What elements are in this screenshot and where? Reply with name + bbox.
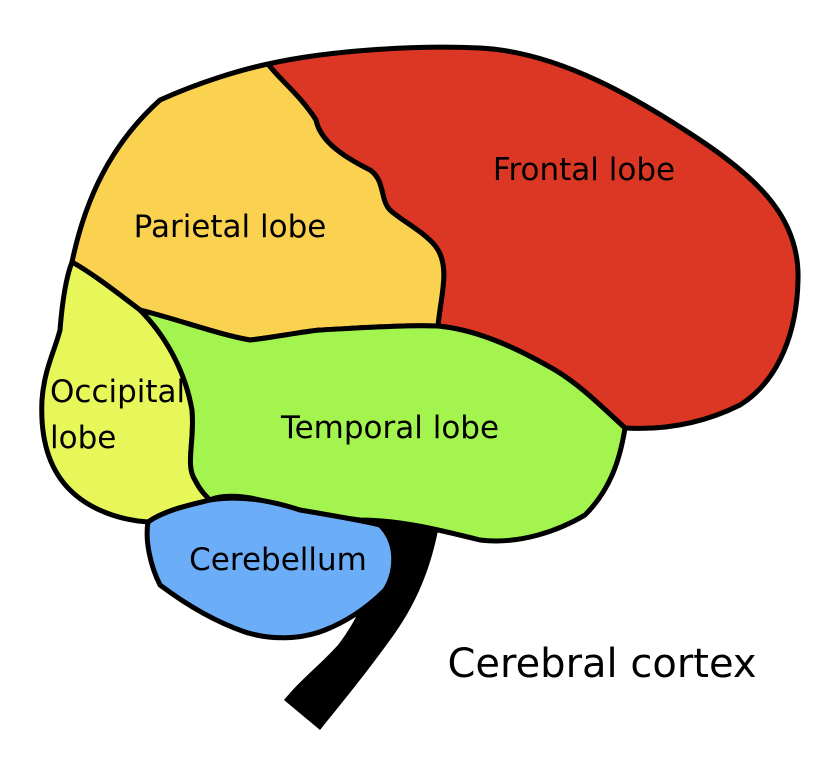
brainstem	[284, 520, 440, 730]
occipital-lobe-label-line2: lobe	[50, 420, 116, 456]
cerebellum-label: Cerebellum	[189, 542, 367, 578]
parietal-lobe-label: Parietal lobe	[134, 209, 327, 245]
occipital-lobe-label-line1: Occipital	[50, 374, 185, 410]
diagram-caption: Cerebral cortex	[447, 641, 756, 687]
frontal-lobe-label: Frontal lobe	[493, 152, 675, 188]
cerebellum	[144, 495, 397, 641]
temporal-lobe	[137, 307, 628, 544]
temporal-lobe-label: Temporal lobe	[280, 410, 499, 446]
